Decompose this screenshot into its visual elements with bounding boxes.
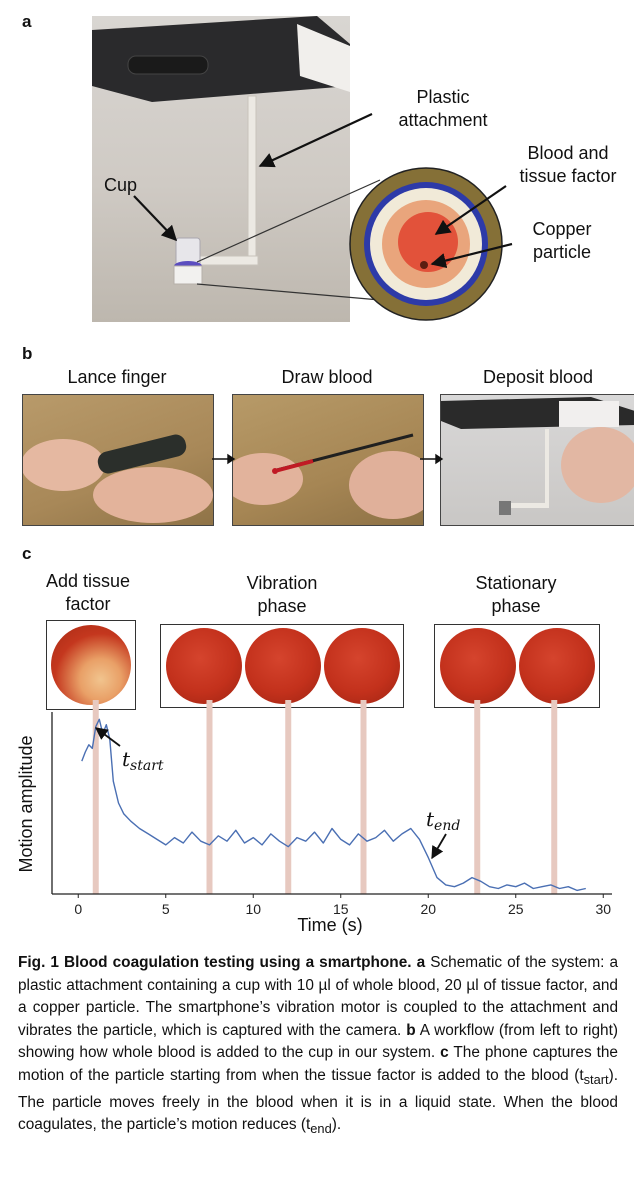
y-axis-label: Motion amplitude — [16, 735, 36, 872]
attachment-photo-drawing — [92, 16, 350, 285]
frame-marker-band-2 — [285, 700, 292, 894]
panel-letter-c: c — [22, 544, 32, 563]
frame-stationary — [434, 624, 600, 708]
petri-vibration-2 — [245, 628, 321, 704]
lance-finger-photo — [22, 394, 214, 526]
step-label-lance-finger: Lance finger — [67, 367, 167, 387]
frame-add-tissue — [46, 620, 136, 710]
motion-amplitude-chart: 0 5 10 15 20 25 30 tstart tend Motion amplitud… — [16, 700, 612, 935]
tend-label: tend — [426, 807, 460, 834]
motion-amplitude-series-line — [81, 718, 586, 892]
blood-drop — [272, 468, 278, 474]
x-tick-label-20: 20 — [420, 901, 436, 917]
blood-in-tube — [274, 459, 314, 473]
caption-sub-start: start — [583, 1072, 609, 1088]
arrow-plastic-attachment — [258, 113, 373, 168]
draw-blood-photo — [232, 394, 424, 526]
workflow-arrows — [212, 453, 444, 465]
arrow-step-2 — [420, 453, 444, 465]
frame-marker-band-4 — [474, 700, 481, 894]
caption-text-b: A workflow (from left to right) showing … — [18, 1021, 618, 1062]
caption-letter-b: b — [406, 1021, 416, 1039]
tstart-arrow — [94, 727, 121, 747]
tend-arrow — [431, 833, 447, 860]
figure-caption: Fig. 1 Blood coagulation testing using a… — [18, 952, 618, 1141]
caption-text-c-2: ). The particle moves freely in the bloo… — [18, 1066, 618, 1134]
x-tick-label-10: 10 — [245, 901, 261, 917]
arrow-step-1 — [212, 453, 236, 465]
magnified-cup-view — [349, 167, 503, 321]
stage-vibration-label: Vibration phase — [246, 573, 318, 616]
finger-shape — [23, 439, 105, 491]
camera-module — [127, 55, 209, 75]
panel-a-overlay — [133, 113, 513, 321]
attachment-photo — [92, 16, 350, 322]
tstart-label: tstart — [122, 747, 164, 774]
frame-marker-band-3 — [360, 700, 367, 894]
connector-line-bottom — [196, 283, 381, 301]
step-label-deposit-blood: Deposit blood — [482, 367, 594, 387]
cup-base — [173, 265, 203, 285]
x-tick-label-25: 25 — [508, 901, 524, 917]
plastic-arm-2 — [503, 503, 549, 508]
cup-2 — [499, 501, 511, 515]
step-label-draw-blood: Draw blood — [281, 367, 373, 387]
arrow-cup — [133, 195, 178, 242]
deposit-blood-photo — [440, 394, 634, 526]
hand-shape-2 — [349, 451, 423, 519]
stage-stationary-label: Stationary phase — [475, 573, 557, 616]
panel-letter-a: a — [22, 12, 32, 31]
caption-lead: Fig. 1 Blood coagulation testing using a… — [18, 954, 412, 971]
caption-letter-c: c — [440, 1044, 449, 1062]
lancet-device — [97, 434, 187, 474]
petri-vibration-3 — [324, 628, 400, 704]
blood-tissue-label: Blood and tissue factor — [519, 143, 617, 186]
x-tick-label-15: 15 — [333, 901, 349, 917]
finger-shape-2 — [233, 453, 303, 505]
caption-sub-end: end — [310, 1121, 332, 1137]
arrow-blood-tissue — [434, 185, 507, 235]
hand-shape-3 — [561, 427, 634, 503]
frame-marker-band-0 — [92, 700, 99, 894]
cup-label: Cup — [104, 175, 138, 195]
caption-text-c-1: The phone captures the motion of the par… — [18, 1044, 618, 1084]
plastic-attachment-label: Plastic attachment — [398, 87, 488, 130]
x-axis-label: Time (s) — [297, 915, 362, 935]
connector-line-top — [196, 179, 381, 263]
x-tick-label-5: 5 — [162, 901, 170, 917]
phone-case-2 — [559, 401, 619, 427]
caption-letter-a: a — [416, 954, 426, 971]
petri-vibration-1 — [166, 628, 242, 704]
phone-body — [92, 16, 350, 102]
frame-marker-band-5 — [551, 700, 558, 894]
petri-stationary-1 — [440, 628, 516, 704]
stage-add-tissue-label: Add tissue factor — [45, 571, 131, 614]
petri-stationary-2 — [519, 628, 595, 704]
phone-case-edge — [297, 24, 350, 92]
frame-vibration — [160, 624, 404, 708]
hand-shape — [93, 467, 213, 523]
petri-add-tissue — [51, 625, 131, 705]
caption-text-a: Schematic of the system: a plastic attac… — [18, 954, 619, 1039]
arrow-copper-particle — [430, 242, 513, 269]
x-tick-label-30: 30 — [595, 901, 611, 917]
panel-letter-b: b — [22, 344, 33, 363]
x-tick-label-0: 0 — [74, 901, 82, 917]
copper-particle-label: Copper particle — [532, 219, 592, 262]
frame-marker-band-1 — [206, 700, 213, 894]
caption-text-c-3: ). — [331, 1116, 342, 1134]
